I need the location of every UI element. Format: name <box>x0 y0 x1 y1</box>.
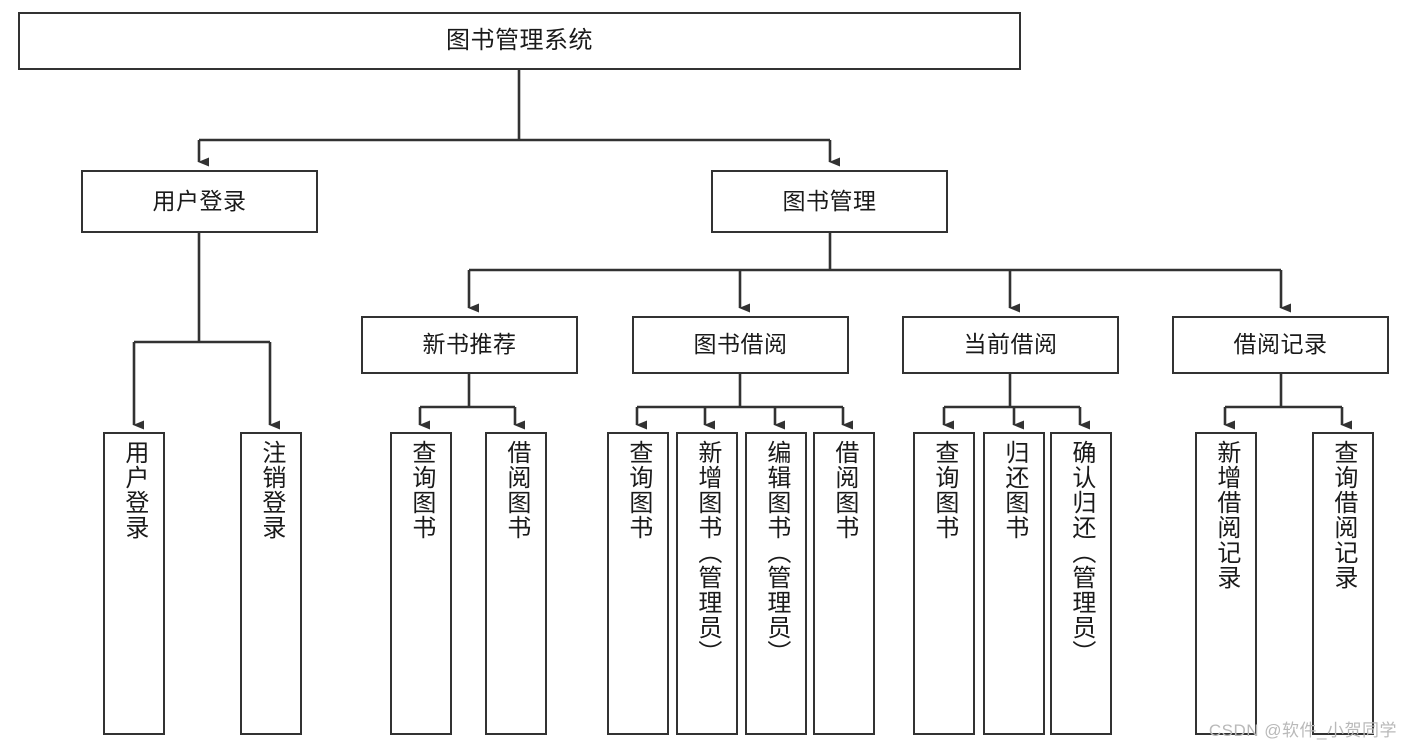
leaf-records-add-record[interactable]: 新增借阅记录 <box>1195 432 1257 735</box>
node-label: 图书管理 <box>782 187 877 214</box>
node-label: 编辑图书（管理员） <box>762 440 790 665</box>
node-root-system[interactable]: 图书管理系统 <box>18 12 1021 70</box>
node-book-management[interactable]: 图书管理 <box>711 170 948 233</box>
node-label: 借阅记录 <box>1233 331 1328 358</box>
node-new-book-recommend[interactable]: 新书推荐 <box>361 316 578 374</box>
node-label: 归还图书 <box>1000 440 1028 540</box>
leaf-new-book-query[interactable]: 查询图书 <box>390 432 452 735</box>
csdn-watermark: CSDN @软件_小贺同学 <box>1208 721 1397 740</box>
node-label: 查询图书 <box>624 440 652 540</box>
node-label: 当前借阅 <box>963 331 1058 358</box>
node-label: 确认归还（管理员） <box>1067 440 1095 665</box>
node-borrow-records[interactable]: 借阅记录 <box>1172 316 1389 374</box>
node-label: 查询图书 <box>407 440 435 540</box>
node-label: 图书管理系统 <box>446 26 593 54</box>
node-label: 借阅图书 <box>830 440 858 540</box>
leaf-current-confirm-return[interactable]: 确认归还（管理员） <box>1050 432 1112 735</box>
node-label: 注销登录 <box>257 440 285 540</box>
leaf-borrow-edit-book[interactable]: 编辑图书（管理员） <box>745 432 807 735</box>
node-label: 新书推荐 <box>422 331 517 358</box>
node-user-login[interactable]: 用户登录 <box>81 170 318 233</box>
leaf-borrow-add-book[interactable]: 新增图书（管理员） <box>676 432 738 735</box>
node-label: 新增借阅记录 <box>1212 440 1240 590</box>
leaf-new-book-borrow[interactable]: 借阅图书 <box>485 432 547 735</box>
leaf-user-login-signout[interactable]: 注销登录 <box>240 432 302 735</box>
node-book-borrow[interactable]: 图书借阅 <box>632 316 849 374</box>
leaf-borrow-borrow-book[interactable]: 借阅图书 <box>813 432 875 735</box>
node-label: 用户登录 <box>152 187 247 214</box>
node-label: 用户登录 <box>120 440 148 540</box>
leaf-records-query-record[interactable]: 查询借阅记录 <box>1312 432 1374 735</box>
node-label: 查询借阅记录 <box>1329 440 1357 590</box>
leaf-current-return-book[interactable]: 归还图书 <box>983 432 1045 735</box>
node-label: 借阅图书 <box>502 440 530 540</box>
leaf-borrow-query-book[interactable]: 查询图书 <box>607 432 669 735</box>
leaf-user-login-signin[interactable]: 用户登录 <box>103 432 165 735</box>
node-label: 查询图书 <box>930 440 958 540</box>
node-label: 图书借阅 <box>693 331 788 358</box>
node-current-borrow[interactable]: 当前借阅 <box>902 316 1119 374</box>
leaf-current-query-book[interactable]: 查询图书 <box>913 432 975 735</box>
node-label: 新增图书（管理员） <box>693 440 721 665</box>
